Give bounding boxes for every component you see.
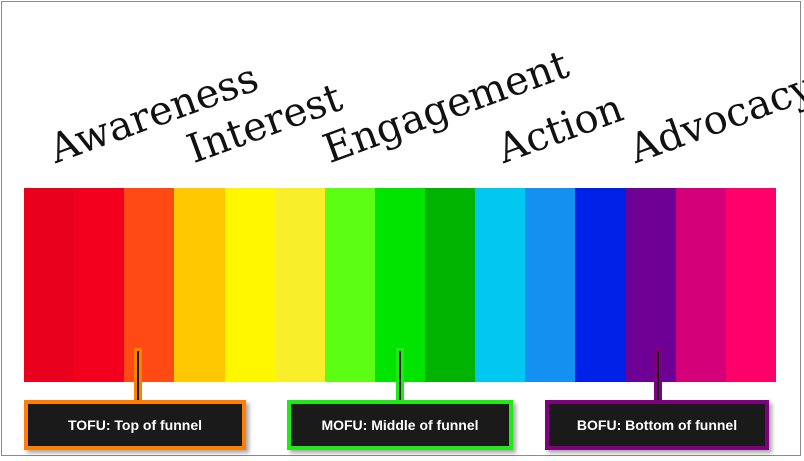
- bofu-pointer: [654, 348, 662, 402]
- spectrum-stripe: [475, 188, 526, 382]
- tofu-callout: TOFU: Top of funnel: [24, 400, 246, 450]
- spectrum-stripe: [725, 188, 776, 382]
- spectrum-stripe: [675, 188, 726, 382]
- spectrum-stripe: [24, 188, 75, 382]
- mofu-pointer: [396, 348, 404, 402]
- spectrum-stripe: [124, 188, 175, 382]
- color-spectrum-bar: [24, 188, 776, 382]
- spectrum-stripe: [525, 188, 576, 382]
- tofu-pointer: [134, 348, 142, 402]
- spectrum-stripe: [74, 188, 125, 382]
- spectrum-stripe: [274, 188, 325, 382]
- spectrum-stripe: [224, 188, 275, 382]
- spectrum-stripe: [575, 188, 626, 382]
- spectrum-stripe: [174, 188, 225, 382]
- spectrum-stripe: [625, 188, 676, 382]
- mofu-callout: MOFU: Middle of funnel: [287, 400, 513, 450]
- spectrum-stripe: [324, 188, 375, 382]
- spectrum-stripe: [425, 188, 476, 382]
- bofu-callout: BOFU: Bottom of funnel: [545, 400, 769, 450]
